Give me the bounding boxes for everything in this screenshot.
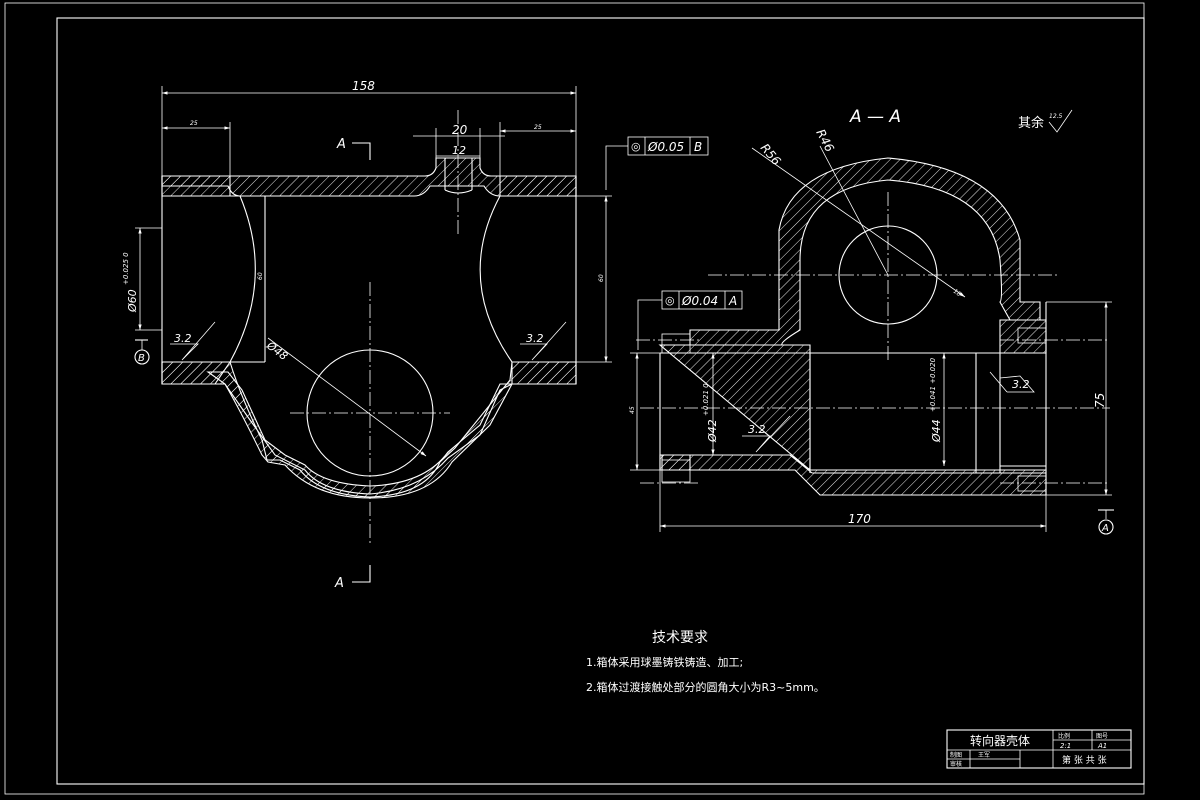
- part-name: 转向器壳体: [970, 733, 1030, 748]
- section-view-aa: A — A: [629, 107, 1114, 535]
- tolerance-frame-1: ◎ Ø0.05 B: [627, 136, 709, 156]
- svg-text:比例: 比例: [1058, 732, 1070, 740]
- dim-75: 75: [1093, 393, 1107, 408]
- roughness-1: 3.2: [174, 332, 192, 345]
- dim-158: 158: [352, 79, 375, 93]
- dim-25-right: 25: [534, 124, 542, 131]
- inner-border: [56, 17, 1145, 785]
- svg-text:A: A: [728, 294, 737, 308]
- svg-text:Ø0.05: Ø0.05: [647, 140, 684, 154]
- dim-d44: Ø44: [930, 419, 943, 443]
- technical-requirements: 技术要求 1.箱体采用球墨铸铁铸造、加工; 2.箱体过渡接触处部分的圆角大小为R…: [586, 630, 825, 694]
- roughness-3: 3.2: [748, 423, 766, 436]
- svg-text:B: B: [694, 140, 702, 154]
- svg-text:A1: A1: [1097, 742, 1107, 750]
- datum-a: A: [1101, 523, 1109, 534]
- dim-45-left: 45: [629, 406, 636, 414]
- svg-text:◎: ◎: [631, 140, 641, 153]
- svg-text:王军: 王军: [978, 752, 990, 759]
- svg-text:审核: 审核: [950, 760, 962, 768]
- dim-18: 18: [952, 288, 962, 298]
- tolerance-frame-2: ◎ Ø0.04 A: [661, 290, 743, 310]
- svg-text:制图: 制图: [950, 751, 962, 759]
- dim-d48: Ø48: [263, 338, 290, 363]
- svg-text:其余: 其余: [1018, 115, 1044, 131]
- dim-d42-tol: +0.021 0: [702, 383, 710, 416]
- svg-text:第 张 共 张: 第 张 共 张: [1062, 754, 1107, 766]
- section-title: A — A: [849, 107, 901, 127]
- dim-170: 170: [848, 512, 871, 526]
- svg-text:12.5: 12.5: [1049, 113, 1063, 120]
- section-label-bottom: A: [334, 576, 344, 591]
- roughness-2: 3.2: [526, 332, 544, 345]
- dim-r46: R46: [813, 127, 837, 155]
- dim-60-inner: 60: [257, 272, 264, 280]
- svg-text:◎: ◎: [665, 294, 675, 307]
- tech-item-2: 2.箱体过渡接触处部分的圆角大小为R3~5mm。: [586, 680, 825, 694]
- roughness-4: 3.2: [1012, 378, 1030, 391]
- section-label-top: A: [336, 137, 346, 152]
- dim-d60-tol: +0.025 0: [122, 252, 130, 285]
- front-view: A A 158 25 25 20 12 Ø60 +0.025 0 60 B: [122, 79, 628, 591]
- tech-item-1: 1.箱体采用球墨铸铁铸造、加工;: [586, 655, 743, 669]
- dim-d60: Ø60: [126, 289, 139, 313]
- svg-text:2:1: 2:1: [1060, 742, 1071, 750]
- tech-title: 技术要求: [652, 630, 708, 646]
- dim-d44-tol: +0.041 +0.020: [929, 357, 937, 412]
- other-roughness-note: 其余 12.5: [1018, 109, 1073, 133]
- dim-25-left: 25: [190, 120, 198, 127]
- dim-d42: Ø42: [706, 419, 719, 443]
- datum-b: B: [138, 353, 145, 364]
- outer-border: [4, 2, 1145, 795]
- dim-20: 20: [452, 123, 468, 137]
- dim-60-right: 60: [598, 274, 605, 282]
- dim-12: 12: [452, 144, 466, 157]
- svg-text:图号: 图号: [1096, 733, 1108, 740]
- svg-text:Ø0.04: Ø0.04: [681, 294, 718, 308]
- title-block: 转向器壳体 比例 图号 2:1 A1 制图 审核 王军 第 张 共 张: [946, 729, 1132, 769]
